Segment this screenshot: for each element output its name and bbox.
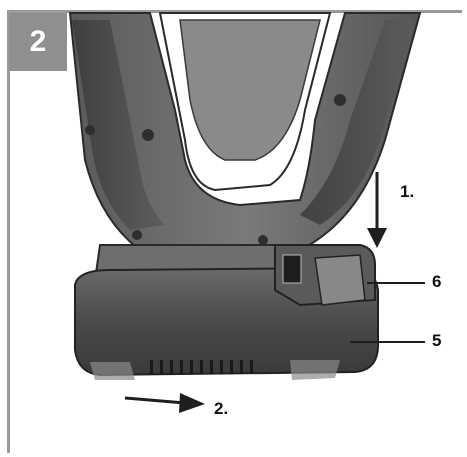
part-5-label: 5 [432, 331, 442, 350]
battery-pack [74, 244, 379, 380]
frame-border-left [7, 10, 10, 453]
step-2-label: 2. [214, 399, 229, 418]
part-6-label: 6 [432, 272, 442, 291]
step-1-label: 1. [400, 182, 415, 201]
tool-handle [68, 12, 422, 251]
figure-number-badge: 2 [9, 13, 67, 71]
frame-border-top [7, 10, 462, 13]
arrow-down-icon [367, 172, 387, 248]
arrow-right-icon [124, 393, 205, 413]
figure-number: 2 [29, 25, 47, 58]
